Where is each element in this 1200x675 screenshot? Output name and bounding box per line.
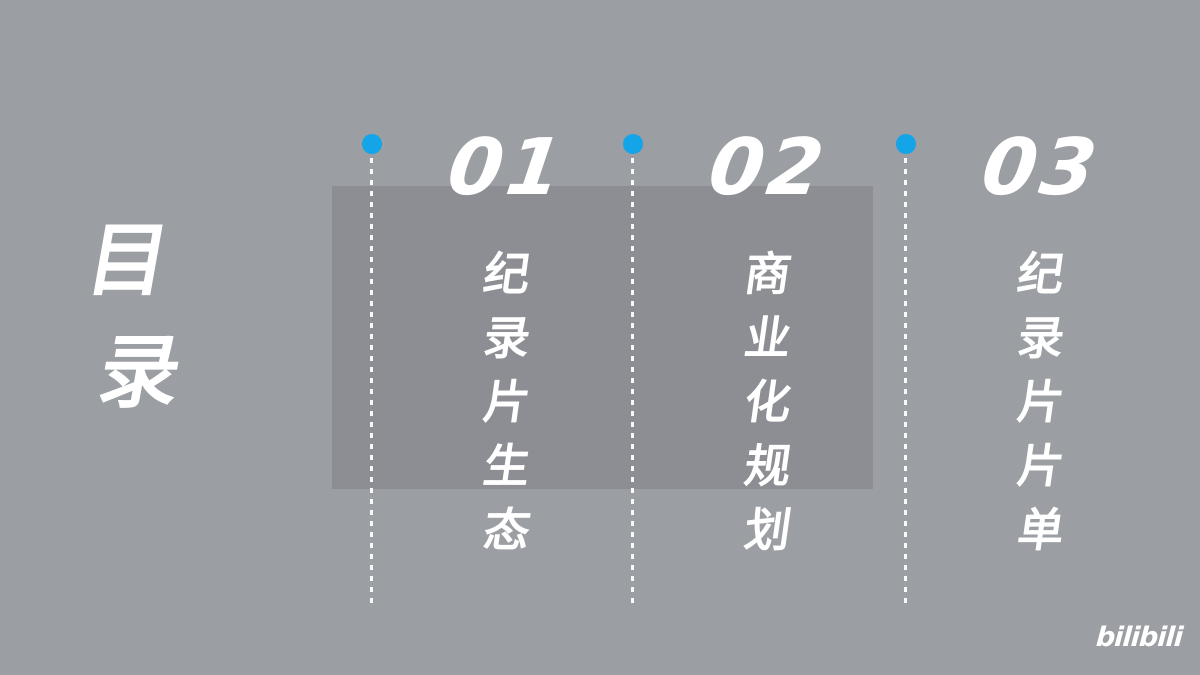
vertical-char: 商 [741, 247, 795, 301]
section-vertical-title: 纪 录 片 生 态 [412, 247, 602, 557]
toc-section-1: 01 纪 录 片 生 态 [362, 123, 612, 614]
vertical-char: 单 [1014, 503, 1068, 557]
toc-section-2: 02 商 业 化 规 划 [623, 123, 873, 614]
timeline-dashed-line [904, 158, 907, 606]
toc-title: 目 录 [80, 214, 188, 419]
section-number: 02 [703, 123, 833, 213]
vertical-char: 化 [741, 375, 795, 429]
vertical-char: 片 [1014, 375, 1068, 429]
timeline-dot [623, 134, 643, 154]
toc-title-char: 录 [91, 326, 189, 419]
vertical-char: 划 [741, 503, 795, 557]
timeline-dashed-line [370, 158, 373, 606]
toc-section-3: 03 纪 录 片 片 单 [896, 123, 1146, 614]
vertical-char: 纪 [480, 247, 534, 301]
section-number: 01 [442, 123, 572, 213]
vertical-char: 生 [480, 439, 534, 493]
vertical-char: 录 [480, 311, 534, 365]
vertical-char: 规 [741, 439, 795, 493]
section-vertical-title: 纪 录 片 片 单 [946, 247, 1136, 557]
vertical-char: 片 [1014, 439, 1068, 493]
vertical-char: 态 [480, 503, 534, 557]
section-vertical-title: 商 业 化 规 划 [673, 247, 863, 557]
highlight-panel [332, 186, 873, 489]
timeline-dashed-line [631, 158, 634, 606]
bilibili-logo: bilibili [1094, 622, 1184, 653]
vertical-char: 业 [741, 311, 795, 365]
vertical-char: 录 [1014, 311, 1068, 365]
timeline-dot [896, 134, 916, 154]
vertical-char: 片 [480, 375, 534, 429]
toc-title-char: 目 [79, 214, 177, 307]
timeline-dot [362, 134, 382, 154]
vertical-char: 纪 [1014, 247, 1068, 301]
section-number: 03 [976, 123, 1106, 213]
